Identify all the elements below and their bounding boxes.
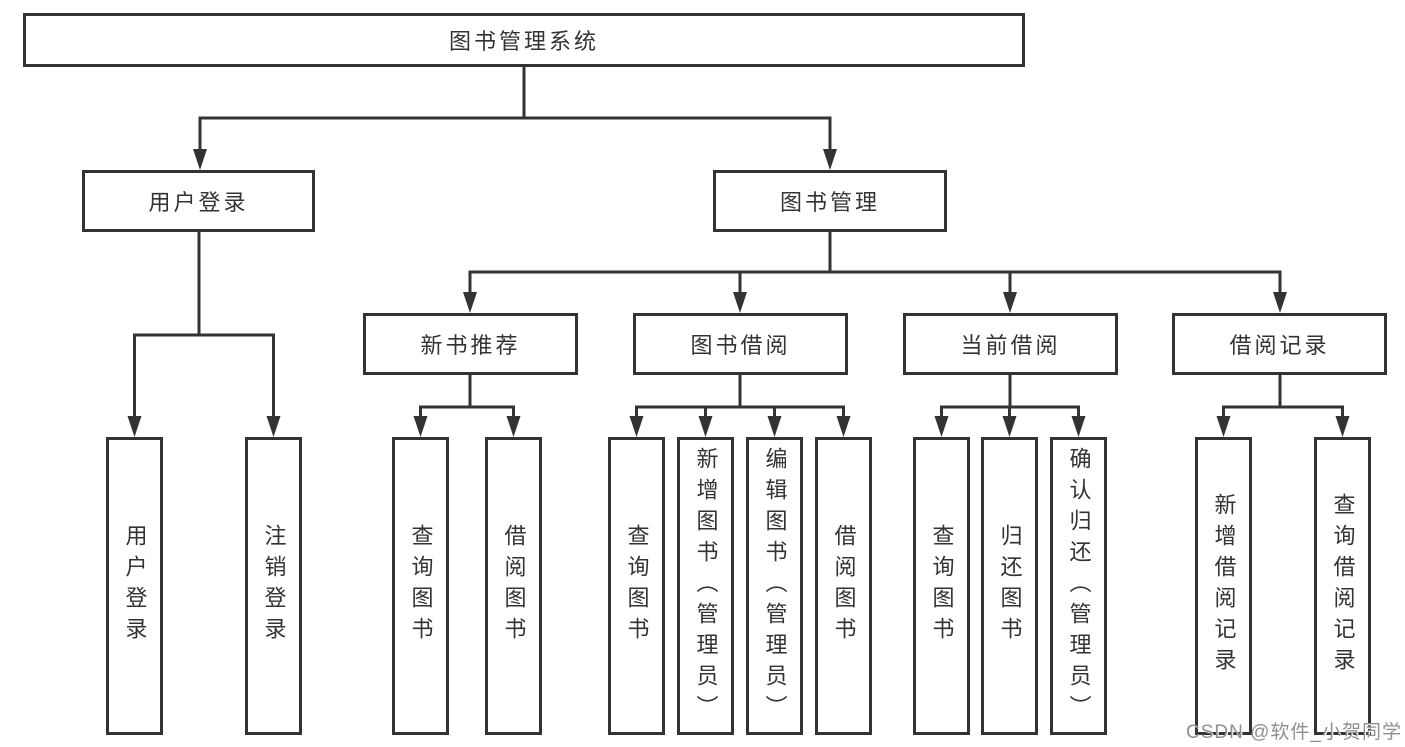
leaf-label: 归还图书 (997, 524, 1023, 648)
leaf-borrow-query: 查询图书 (608, 437, 665, 735)
leaf-label: 新增借阅记录 (1211, 493, 1237, 679)
node-borrow-records: 借阅记录 (1172, 313, 1387, 375)
node-label: 图书管理系统 (448, 29, 599, 54)
leaf-label: 注销登录 (261, 524, 287, 648)
node-label: 新书推荐 (420, 333, 521, 358)
leaf-label: 查询图书 (929, 524, 955, 648)
leaf-borrow-book: 借阅图书 (815, 437, 872, 735)
node-book-management: 图书管理 (713, 170, 947, 232)
node-user-login: 用户登录 (82, 170, 315, 232)
leaf-label: 查询借阅记录 (1330, 493, 1356, 679)
node-library-system: 图书管理系统 (23, 13, 1025, 67)
node-current-borrow: 当前借阅 (903, 313, 1118, 375)
leaf-current-confirm-admin: 确认归还（管理员） (1050, 437, 1107, 735)
leaf-label: 新增图书（管理员） (693, 446, 719, 726)
leaf-current-return: 归还图书 (981, 437, 1038, 735)
leaf-newbook-query: 查询图书 (392, 437, 449, 735)
node-new-book-recommend: 新书推荐 (363, 313, 578, 375)
node-label: 当前借阅 (960, 333, 1061, 358)
leaf-label: 确认归还（管理员） (1066, 446, 1092, 726)
node-book-borrow: 图书借阅 (633, 313, 848, 375)
leaf-borrow-edit-admin: 编辑图书（管理员） (746, 437, 803, 735)
watermark: CSDN @软件_小贺同学 (1186, 722, 1402, 743)
leaf-label: 编辑图书（管理员） (762, 446, 788, 726)
leaf-label: 借阅图书 (501, 524, 527, 648)
node-label: 图书管理 (779, 190, 880, 215)
leaf-newbook-borrow: 借阅图书 (485, 437, 542, 735)
leaf-label: 用户登录 (122, 524, 148, 648)
leaf-record-query: 查询借阅记录 (1314, 437, 1371, 735)
node-label: 借阅记录 (1229, 333, 1330, 358)
leaf-label: 借阅图书 (831, 524, 857, 648)
leaf-logout: 注销登录 (245, 437, 302, 735)
leaf-label: 查询图书 (624, 524, 650, 648)
leaf-borrow-add-admin: 新增图书（管理员） (677, 437, 734, 735)
node-label: 图书借阅 (690, 333, 791, 358)
leaf-label: 查询图书 (408, 524, 434, 648)
leaf-current-query: 查询图书 (913, 437, 970, 735)
node-label: 用户登录 (148, 190, 249, 215)
leaf-record-add: 新增借阅记录 (1195, 437, 1252, 735)
leaf-user-login: 用户登录 (106, 437, 163, 735)
